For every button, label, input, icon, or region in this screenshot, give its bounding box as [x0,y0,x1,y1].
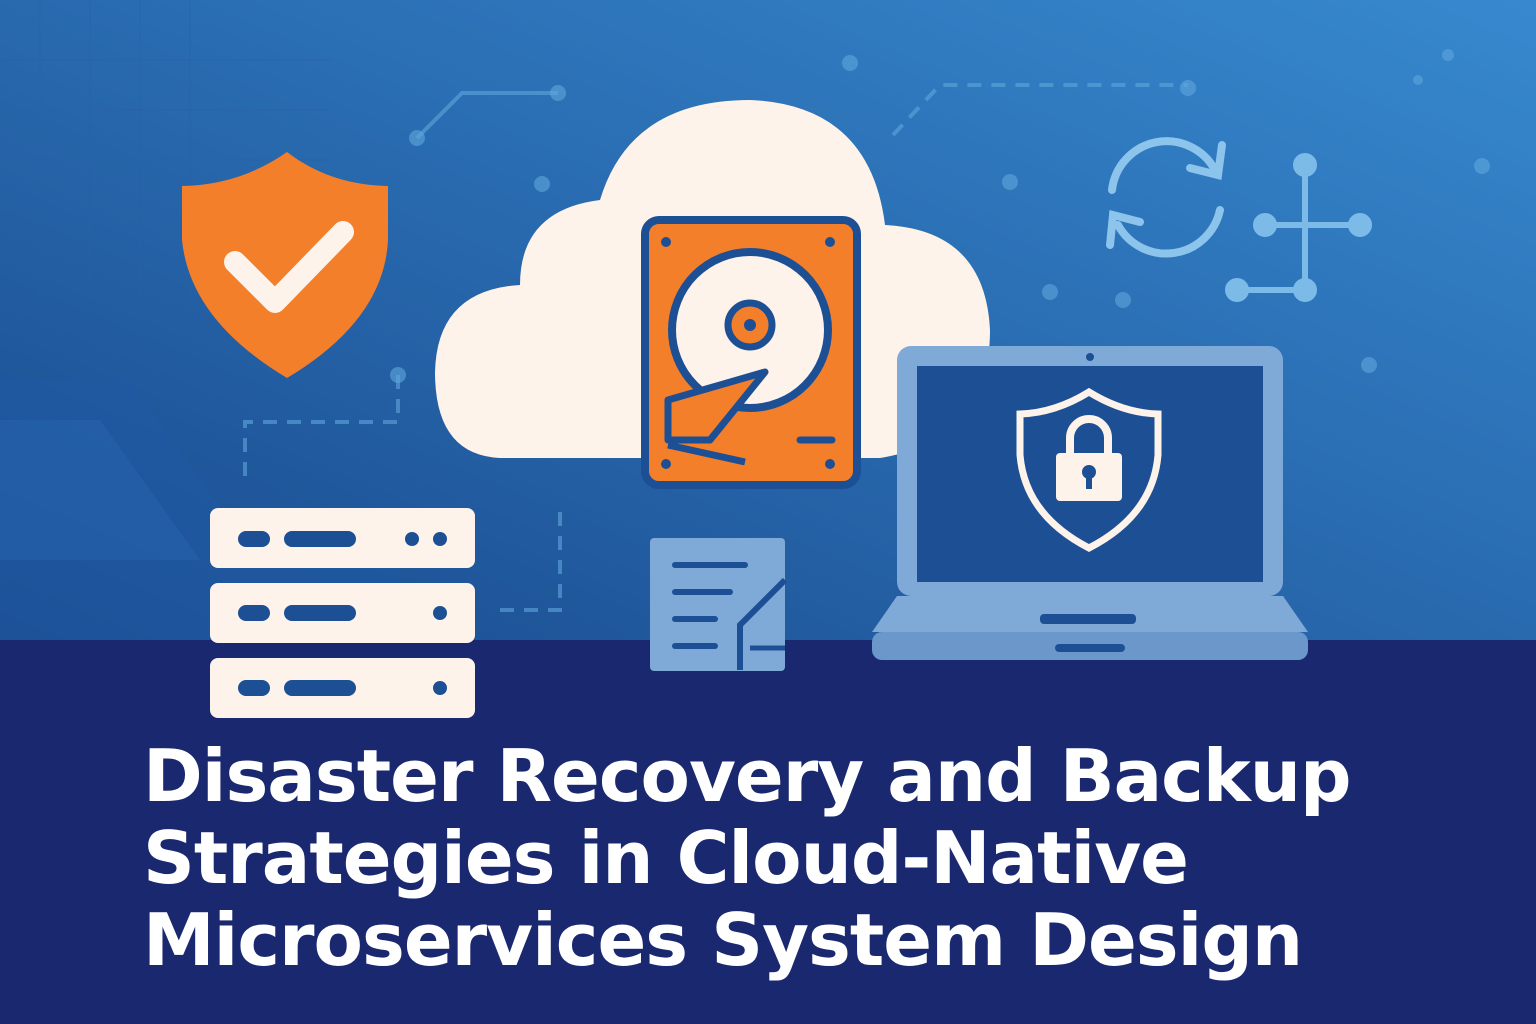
document-icon [650,538,788,671]
title-line-2: Strategies in Cloud-Native [143,816,1189,900]
background-shape [0,420,200,560]
shield-check-icon [182,152,388,378]
network-icon [1225,153,1372,302]
title-line-3: Microservices System Design [143,898,1303,982]
decor-dots [390,49,1490,383]
lock-shield-icon [1016,387,1162,552]
grid-pattern [0,0,330,300]
hard-drive-icon [641,216,861,489]
circuit-lines [243,83,1188,612]
title-line-1: Disaster Recovery and Backup [143,734,1352,818]
page-title: Disaster Recovery and Backup Strategies … [143,734,1352,982]
sync-icon [1106,137,1226,258]
server-stack-icon [210,508,475,718]
